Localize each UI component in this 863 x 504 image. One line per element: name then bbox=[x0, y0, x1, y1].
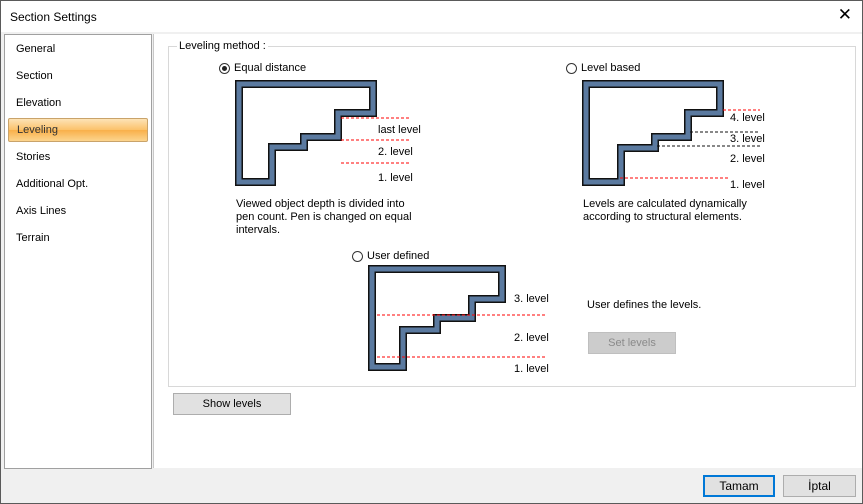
radio-label: User defined bbox=[367, 250, 430, 262]
leveling-method-group: Leveling method : bbox=[168, 40, 856, 387]
equal-distance-diagram bbox=[235, 80, 410, 186]
radio-label: Level based bbox=[581, 62, 641, 74]
user-defined-diagram bbox=[368, 265, 545, 371]
sidebar-item-terrain[interactable]: Terrain bbox=[16, 232, 50, 244]
level-based-radio[interactable]: Level based bbox=[566, 62, 640, 74]
level-label: 1. level bbox=[378, 172, 413, 184]
sidebar-item-stories[interactable]: Stories bbox=[16, 151, 51, 163]
level-based-description: Levels are calculated dynamically accord… bbox=[583, 198, 747, 223]
level-based-diagram bbox=[582, 80, 760, 186]
show-levels-button[interactable]: Show levels bbox=[173, 393, 291, 415]
sidebar-item-leveling[interactable]: Leveling bbox=[8, 118, 148, 142]
level-label: 3. level bbox=[514, 293, 549, 305]
user-defined-radio[interactable]: User defined bbox=[352, 250, 429, 262]
sidebar-item-elevation[interactable]: Elevation bbox=[16, 97, 62, 109]
level-label: last level bbox=[378, 124, 421, 136]
close-icon[interactable]: ✕ bbox=[837, 5, 852, 24]
sidebar-item-additional-opt[interactable]: Additional Opt. bbox=[16, 178, 89, 190]
level-label: 2. level bbox=[378, 146, 413, 158]
radio-label: Equal distance bbox=[234, 62, 307, 74]
set-levels-button[interactable]: Set levels bbox=[588, 332, 676, 354]
equal-distance-radio[interactable]: Equal distance bbox=[219, 62, 306, 74]
sidebar-item-general[interactable]: General bbox=[16, 43, 56, 55]
group-label: Leveling method : bbox=[177, 40, 268, 52]
level-label: 2. level bbox=[514, 332, 549, 344]
ok-button[interactable]: Tamam bbox=[703, 475, 775, 497]
sidebar-item-section[interactable]: Section bbox=[16, 70, 53, 82]
level-label: 1. level bbox=[514, 363, 549, 375]
level-label: 2. level bbox=[730, 153, 765, 165]
level-label: 1. level bbox=[730, 179, 765, 191]
radio-unchecked-icon bbox=[352, 250, 363, 262]
title-bar: Section Settings ✕ bbox=[1, 1, 862, 32]
sidebar: General Section Elevation Leveling Stori… bbox=[4, 34, 152, 469]
cancel-button[interactable]: İptal bbox=[783, 475, 856, 497]
equal-distance-description: Viewed object depth is divided into pen … bbox=[236, 198, 412, 236]
window-title: Section Settings bbox=[10, 10, 97, 24]
level-label: 3. level bbox=[730, 133, 765, 145]
radio-checked-icon bbox=[219, 62, 230, 74]
user-defined-description: User defines the levels. bbox=[587, 299, 702, 311]
sidebar-item-axis-lines[interactable]: Axis Lines bbox=[16, 205, 67, 217]
radio-unchecked-icon bbox=[566, 62, 577, 74]
level-label: 4. level bbox=[730, 112, 765, 124]
